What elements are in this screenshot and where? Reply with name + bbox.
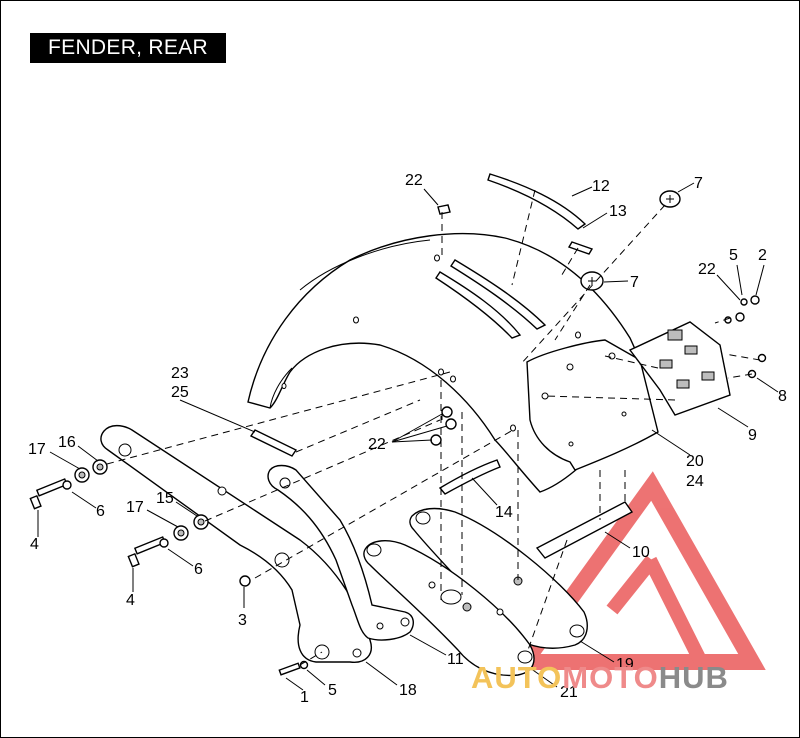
fender-strut-18 [100,424,372,663]
callout-18: 18 [399,682,417,699]
watermark-hub: HUB [659,660,729,695]
callout-1: 1 [300,689,309,706]
bracket-14 [438,459,501,495]
screw-3 [239,575,251,587]
bolt-1 [278,662,301,676]
license-bracket-9 [628,321,731,416]
callout-2: 2 [758,247,767,264]
callout-4-lower: 4 [126,592,135,609]
callout-13: 13 [609,203,627,220]
callout-15: 15 [156,490,174,507]
callout-11: 11 [447,651,464,668]
fender-support-plate [526,339,659,471]
callout-6-upper: 6 [96,503,105,520]
callout-17-lower: 17 [126,499,144,516]
callout-8: 8 [778,388,787,405]
callout-16: 16 [58,434,76,451]
trim-strip-13 [567,241,594,255]
callout-24: 24 [686,473,704,490]
watermark-auto: AUTO [471,660,562,695]
trim-strip-23-25 [249,429,298,457]
callout-labels: 22 12 13 7 7 22 5 2 8 9 20 24 23 25 22 1… [28,172,787,706]
assembly-centerlines [106,189,761,666]
callout-4-upper: 4 [30,536,39,553]
bolt-4-lower [127,536,166,568]
watermark-wordmark: AUTOMOTOHUB [471,660,729,695]
callout-17-upper: 17 [28,441,46,458]
callout-23: 23 [171,365,189,382]
svg-text:AUTOMOTOHUB: AUTOMOTOHUB [471,660,729,695]
watermark-moto: MOTO [562,660,658,695]
callout-22-top: 22 [405,172,423,189]
callout-9: 9 [748,427,757,444]
support-plate-21 [363,540,535,677]
washer-6-upper [62,480,72,490]
callout-25: 25 [171,384,189,401]
callout-14: 14 [495,504,513,521]
callout-3: 3 [238,612,247,629]
callout-7-top: 7 [694,175,703,192]
fender-strut-11 [267,464,414,641]
callout-10: 10 [632,544,650,561]
callout-7-mid: 7 [630,274,639,291]
callout-6-lower: 6 [194,561,203,578]
callout-5-right: 5 [729,247,738,264]
callout-21: 21 [560,684,578,701]
callout-22-right: 22 [698,261,716,278]
watermark-triangle-logo [509,471,766,670]
bolt-4-upper [29,478,68,510]
callout-5-lower: 5 [328,682,337,699]
callout-22-mid: 22 [368,436,386,453]
leader-lines [37,182,779,691]
trim-strip-12 [487,173,587,230]
support-plate-19 [409,507,588,649]
fender-trim-strips [435,259,547,339]
strut-10 [535,501,634,559]
diagram-title: FENDER, REAR [30,33,226,63]
callout-20: 20 [686,453,704,470]
washer-6-lower [159,538,169,548]
callout-12: 12 [592,178,610,195]
callout-19: 19 [616,656,634,673]
